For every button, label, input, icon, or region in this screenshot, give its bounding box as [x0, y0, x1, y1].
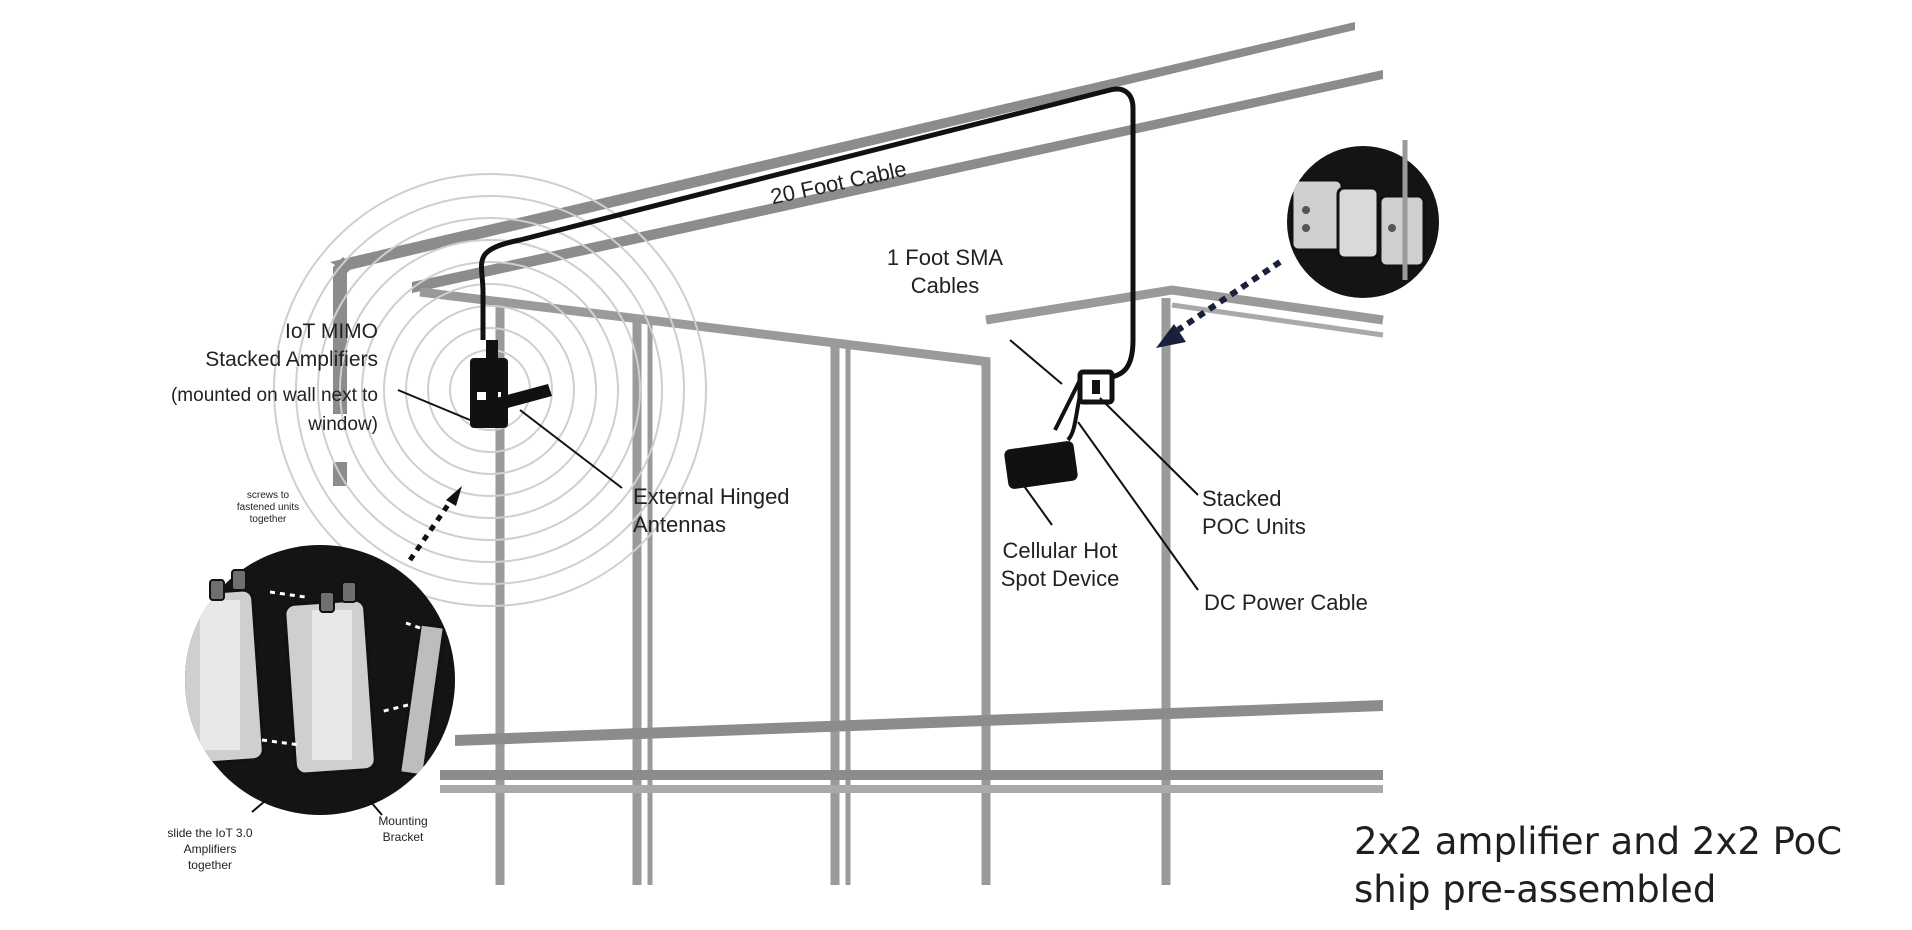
label-poc-line1: Stacked — [1202, 486, 1282, 511]
label-slide-line1: slide the IoT 3.0 — [167, 826, 252, 840]
label-amp-line4: window) — [307, 414, 378, 435]
label-amp-line2: Stacked Amplifiers — [205, 348, 378, 371]
label-bracket-line2: Bracket — [383, 830, 424, 844]
label-dc-cable: DC Power Cable — [1204, 590, 1368, 615]
poc-detail-inset — [1287, 140, 1439, 298]
caption-line2: ship pre-assembled — [1354, 868, 1717, 911]
label-slide-line3: together — [188, 858, 232, 872]
label-antennas-line2: Antennas — [633, 512, 726, 537]
antenna-vertical — [486, 340, 498, 400]
right-wall-outline — [985, 285, 1384, 325]
stacked-poc-units — [1077, 369, 1115, 405]
callout-labels: 20 Foot Cable 1 Foot SMA Cables IoT MIMO… — [167, 156, 1367, 872]
label-amp-line3: (mounted on wall next to — [171, 385, 378, 406]
pointer-arrow-right — [1156, 259, 1282, 348]
roof-wall-corner — [333, 257, 353, 414]
label-sma-line2: Cables — [911, 273, 979, 298]
label-bracket-line1: Mounting — [378, 814, 427, 828]
leader-lines — [251, 339, 1199, 816]
window-posts — [495, 298, 1171, 885]
label-screws-line1: screws to — [247, 490, 290, 501]
building-structure — [330, 22, 1384, 885]
label-screws-line3: together — [250, 514, 287, 525]
label-sma-line1: 1 Foot SMA — [887, 245, 1003, 270]
label-amp-line1: IoT MIMO — [285, 320, 378, 343]
cellular-hotspot-device — [1004, 441, 1078, 489]
antenna-hinged — [496, 384, 552, 410]
stacked-amplifier-unit — [470, 340, 552, 428]
amplifier-detail-inset — [185, 545, 455, 815]
label-poc-line2: POC Units — [1202, 514, 1306, 539]
caption: 2x2 amplifier and 2x2 PoC ship pre-assem… — [1354, 818, 1894, 914]
pointer-arrow-left — [407, 486, 462, 562]
label-slide-line2: Amplifiers — [184, 842, 237, 856]
roof-beam — [330, 22, 1355, 271]
right-wall-step — [1171, 302, 1384, 338]
label-antennas-line1: External Hinged — [633, 484, 790, 509]
caption-line1: 2x2 amplifier and 2x2 PoC — [1354, 820, 1843, 863]
sma-cable — [1053, 379, 1082, 431]
label-hotspot-line1: Cellular Hot — [1003, 538, 1118, 563]
cable-20ft — [479, 86, 1136, 381]
label-screws-line2: fastened units — [237, 502, 299, 513]
railing — [440, 700, 1383, 793]
label-hotspot-line2: Spot Device — [1001, 566, 1120, 591]
window-header — [419, 287, 991, 367]
ceiling-beam — [412, 70, 1383, 293]
